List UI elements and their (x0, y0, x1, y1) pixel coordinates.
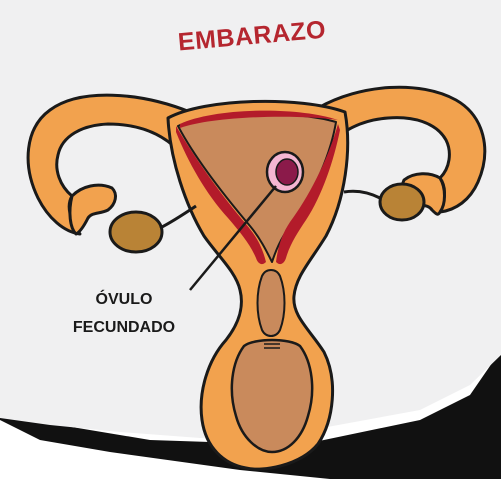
left-ovary (110, 212, 162, 252)
vagina (232, 340, 312, 452)
egg-core (276, 159, 298, 185)
callout-label-line2: FECUNDADO (73, 319, 175, 336)
callout-label-line1: ÓVULO (96, 289, 153, 308)
right-ovary (380, 184, 424, 220)
cervical-canal (258, 270, 285, 336)
fertilized-egg (267, 152, 303, 192)
